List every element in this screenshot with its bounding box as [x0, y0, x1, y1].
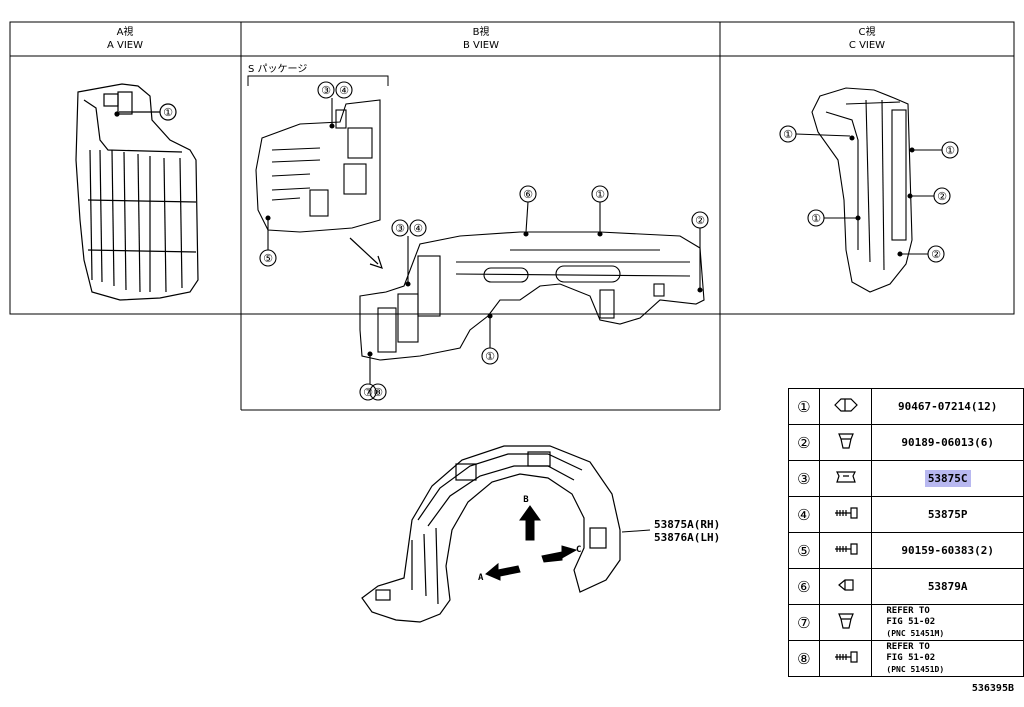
callout-c-2-mid: ② — [937, 190, 947, 203]
nut-clip-icon — [818, 460, 873, 497]
grommet-icon — [818, 604, 873, 641]
main-part-leader — [621, 529, 651, 533]
main-part-rh: 53875A(RH) — [654, 518, 720, 531]
table-row: ⑧ REFER TO FIG 51-02 (PNC 51451D) — [788, 640, 1024, 677]
highlighted-part[interactable]: 53875C — [924, 470, 971, 487]
part-number[interactable]: 90189-06013(6) — [871, 424, 1024, 461]
ref-line: (PNC 51451D) — [886, 665, 945, 674]
part-number[interactable]: 53875P — [871, 496, 1024, 533]
callout-b-pkg-3: ③ — [321, 84, 331, 97]
screw-icon — [818, 496, 873, 533]
row-number: ③ — [788, 460, 820, 497]
row-number: ④ — [788, 496, 820, 533]
s-package-label: S パッケージ — [248, 63, 307, 75]
callout-c-1-left-low: ① — [811, 212, 821, 225]
screw-icon — [818, 640, 873, 677]
b-view-title: B VIEW — [463, 40, 499, 51]
part-number[interactable]: 53879A — [871, 568, 1024, 605]
a-view-title: A VIEW — [107, 40, 143, 51]
callout-c-1-right: ① — [945, 144, 955, 157]
ref-line: FIG 51-02 — [886, 653, 936, 663]
clip-icon — [818, 388, 873, 425]
row-number: ⑧ — [788, 640, 820, 677]
callout-b-1-top: ① — [595, 188, 605, 201]
arrow-c-label: C — [576, 545, 581, 555]
ref-line: (PNC 51451M) — [886, 629, 945, 638]
callout-b-4: ④ — [413, 222, 423, 235]
screw-icon — [818, 532, 873, 569]
table-row: ⑦ REFER TO FIG 51-02 (PNC 51451M) — [788, 604, 1024, 641]
diagram-id: 536395B — [971, 683, 1014, 694]
callout-b-pkg-4: ④ — [339, 84, 349, 97]
row-number: ⑥ — [788, 568, 820, 605]
row-number: ② — [788, 424, 820, 461]
main-part-lh: 53876A(LH) — [654, 531, 720, 544]
part-reference[interactable]: REFER TO FIG 51-02 (PNC 51451D) — [871, 640, 1024, 677]
callout-b-pkg-5: ⑤ — [263, 252, 273, 265]
parts-table: ① 90467-07214(12) ② 90189-06013(6) ③ 538… — [788, 388, 1024, 677]
callout-b-7: ⑦ — [363, 386, 373, 399]
callout-c-1-left: ① — [783, 128, 793, 141]
a-view-title-jp: A視 — [117, 25, 134, 38]
row-number: ⑦ — [788, 604, 820, 641]
table-row: ⑥ 53879A — [788, 568, 1024, 605]
row-number: ⑤ — [788, 532, 820, 569]
s-package-bracket — [247, 75, 389, 86]
fender-liner-main-drawing — [361, 445, 621, 623]
push-clip-icon — [818, 568, 873, 605]
arrow-b-label: B — [523, 495, 529, 505]
callout-b-1-bottom: ① — [485, 350, 495, 363]
grommet-icon — [818, 424, 873, 461]
table-row: ④ 53875P — [788, 496, 1024, 533]
b-view-liner-drawing — [359, 185, 709, 401]
callout-b-3: ③ — [395, 222, 405, 235]
part-number-highlighted[interactable]: 53875C — [871, 460, 1024, 497]
table-row: ① 90467-07214(12) — [788, 388, 1024, 425]
arrow-a-label: A — [478, 573, 484, 583]
c-view-title: C VIEW — [849, 40, 885, 51]
callout-b-8: ⑧ — [373, 386, 383, 399]
table-row: ② 90189-06013(6) — [788, 424, 1024, 461]
direction-arrows — [485, 505, 578, 581]
callout-b-6: ⑥ — [523, 188, 533, 201]
table-row: ⑤ 90159-60383(2) — [788, 532, 1024, 569]
view-frames — [9, 21, 1015, 411]
callout-a-1: ① — [163, 106, 173, 119]
part-number[interactable]: 90159-60383(2) — [871, 532, 1024, 569]
ref-line: REFER TO — [886, 606, 930, 616]
c-view-title-jp: C視 — [859, 25, 876, 38]
ref-line: FIG 51-02 — [886, 617, 936, 627]
ref-line: REFER TO — [886, 642, 930, 652]
c-view-liner-drawing — [779, 87, 959, 293]
row-number: ① — [788, 388, 820, 425]
callout-c-2-low: ② — [931, 248, 941, 261]
b-view-title-jp: B視 — [473, 25, 490, 38]
callout-b-2: ② — [695, 214, 705, 227]
a-view-liner-drawing — [75, 83, 199, 301]
table-row: ③ 53875C — [788, 460, 1024, 497]
s-package-drawing — [255, 81, 383, 269]
part-reference[interactable]: REFER TO FIG 51-02 (PNC 51451M) — [871, 604, 1024, 641]
part-number[interactable]: 90467-07214(12) — [871, 388, 1024, 425]
